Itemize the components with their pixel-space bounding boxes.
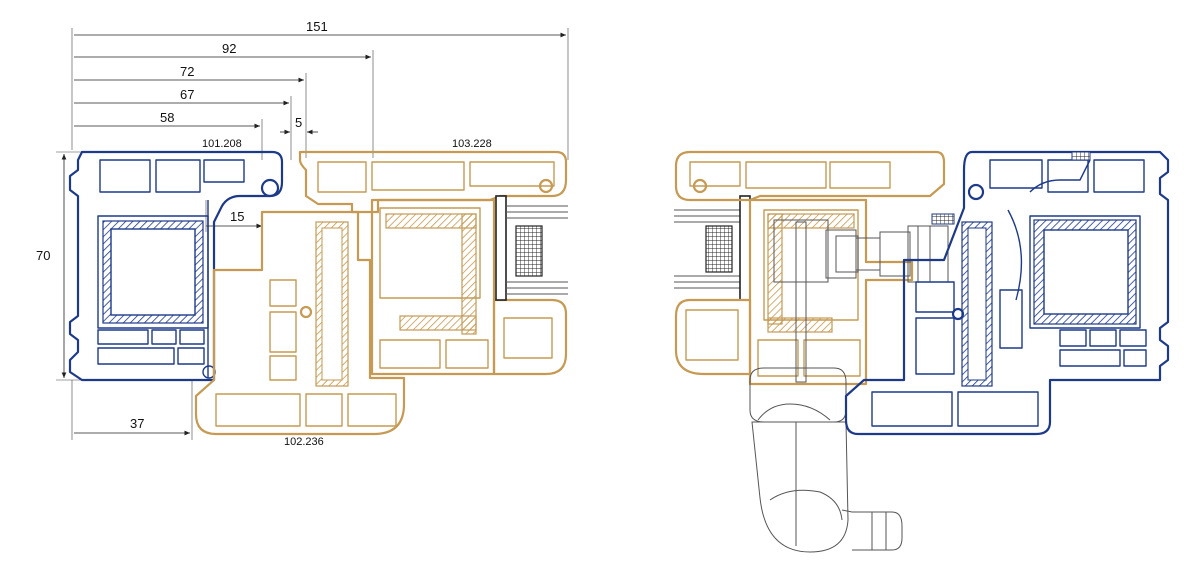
right-frame-profile [844,150,1170,436]
window-handle [749,367,903,553]
left-frame-profile [68,150,284,382]
dim-72-label: 72 [180,64,194,79]
dim-15-label: 15 [230,209,244,224]
dim-70-label: 70 [36,248,50,263]
left-glazing-unit [495,195,568,301]
dim-92-label: 92 [222,41,236,56]
right-glazing-unit [674,195,751,301]
dimension-lines [56,28,569,440]
espagnolette-hardware [773,219,949,383]
dim-5-label: 5 [295,115,302,130]
mullion-profile-code: 102.236 [284,436,324,448]
left-sash-profile [194,150,568,436]
frame-profile-code: 101.208 [202,138,242,150]
dim-67-label: 67 [180,87,194,102]
dim-37-label: 37 [130,416,144,431]
dim-151-label: 151 [306,19,328,34]
sash-profile-code: 103.228 [452,138,492,150]
right-sash-profile [674,150,946,386]
dim-58-label: 58 [160,110,174,125]
